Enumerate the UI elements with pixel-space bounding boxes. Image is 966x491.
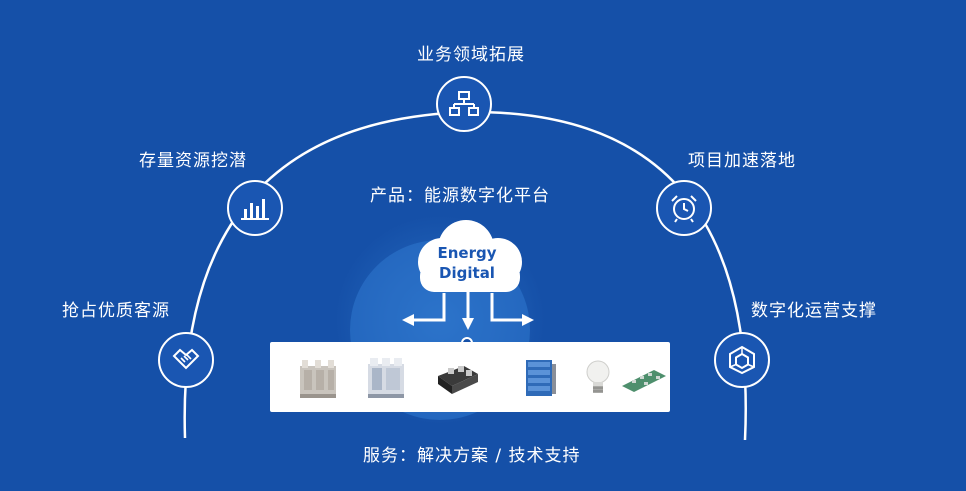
arrow-right-head [522,314,534,326]
power-module-image [438,366,478,394]
lower-left-node-label: 抢占优质客源 [62,301,170,321]
arrow-down-head [462,318,474,330]
arrow-left-head [402,314,414,326]
light-bulb-image [586,360,610,393]
switchgear-unit-image [368,358,404,398]
transformer-unit-image [300,360,336,398]
cloud-shape [418,220,522,292]
arrow-right-line [490,293,524,322]
lower-right-node-label: 数字化运营支撑 [751,301,877,321]
arrow-left-line [412,293,446,322]
handshake-node [158,332,214,388]
alarm-clock-node [656,180,712,236]
alarm-clock-icon [671,195,697,223]
handshake-icon [172,348,200,370]
org-chart-icon [449,91,479,116]
service-label: 服务：解决方案 / 技术支持 [363,446,581,466]
product-panel [270,342,670,412]
cloud-label: Energy Digital [424,243,510,283]
bar-chart-icon [241,199,269,220]
product-label: 产品：能源数字化平台 [370,186,550,206]
cube-icon [729,345,755,375]
cube-node [714,332,770,388]
cloud-line1: Energy [437,244,497,262]
bar-chart-node [227,180,283,236]
battery-stack-image [526,360,556,396]
circuit-board-image [622,370,666,392]
upper-right-node-label: 项目加速落地 [688,151,796,171]
upper-left-node-label: 存量资源挖潜 [139,151,247,171]
top-node-label: 业务领域拓展 [417,45,525,65]
org-chart-node [436,76,492,132]
cloud-line2: Digital [439,264,495,282]
